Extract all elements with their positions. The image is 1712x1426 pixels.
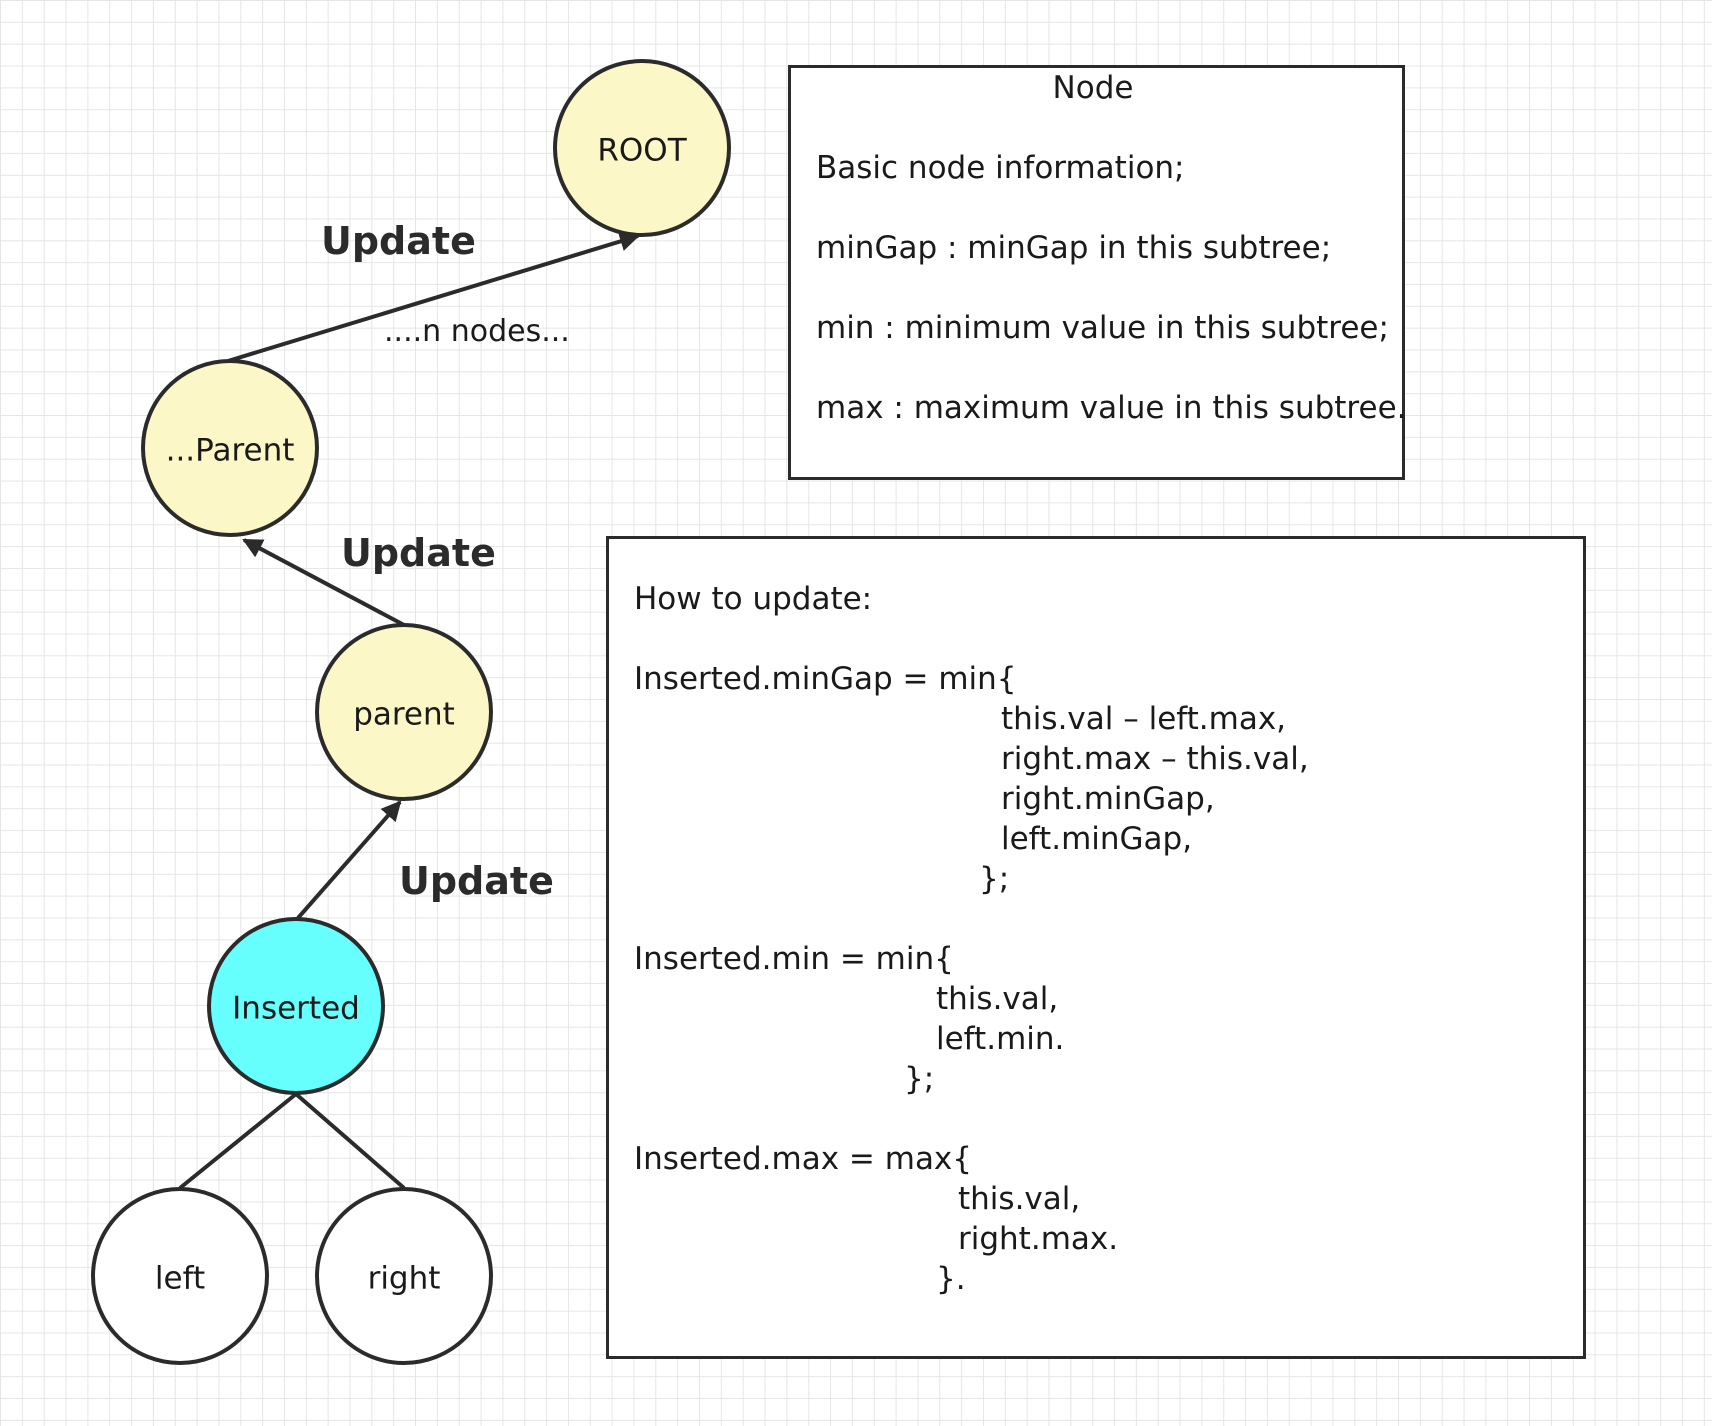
- edge-label-update-parent: Update: [399, 859, 554, 903]
- node-left-label: left: [154, 1260, 206, 1297]
- mingap-item: right.minGap,: [1001, 781, 1215, 817]
- max-item: this.val,: [958, 1181, 1081, 1217]
- edge-label-update-ancestor: Update: [341, 531, 496, 575]
- node-left: [91, 1187, 269, 1365]
- node-box-line-4: max : maximum value in this subtree.: [816, 390, 1407, 426]
- min-item: this.val,: [936, 981, 1059, 1017]
- edge-label-n-nodes: ....n nodes...: [384, 314, 570, 349]
- mingap-formula-close: };: [979, 861, 1010, 897]
- node-root: [553, 59, 731, 237]
- update-rules-box: [606, 536, 1586, 1359]
- min-formula-head: Inserted.min = min{: [634, 941, 954, 977]
- node-parent: [315, 623, 493, 801]
- mingap-item: right.max – this.val,: [1001, 741, 1309, 777]
- node-box-title: Node: [1052, 70, 1134, 106]
- edge-ancestor-to-root: [227, 231, 640, 363]
- edge-parent-to-ancestor: [242, 538, 405, 627]
- update-box-heading: How to update:: [634, 581, 873, 617]
- edge-inserted-to-left: [178, 1092, 298, 1190]
- mingap-item: this.val – left.max,: [1001, 701, 1287, 737]
- node-ancestor: [141, 359, 319, 537]
- max-formula-close: }.: [936, 1261, 966, 1297]
- node-inserted-label: Inserted: [232, 990, 360, 1027]
- node-right-label: right: [367, 1260, 441, 1297]
- mingap-item: left.minGap,: [1001, 821, 1193, 857]
- node-info-box: [788, 65, 1405, 480]
- node-box-line-3: min : minimum value in this subtree;: [816, 310, 1389, 346]
- node-right: [315, 1187, 493, 1365]
- max-formula-head: Inserted.max = max{: [634, 1141, 973, 1177]
- node-parent-label: parent: [353, 696, 455, 733]
- node-inserted: [207, 917, 385, 1095]
- node-ancestor-label: ...Parent: [165, 432, 295, 469]
- node-root-label: ROOT: [597, 132, 687, 169]
- edge-inserted-to-right: [294, 1092, 406, 1190]
- edge-inserted-to-parent: [296, 800, 402, 920]
- min-formula-close: };: [904, 1061, 935, 1097]
- min-item: left.min.: [936, 1021, 1065, 1057]
- node-box-line-1: Basic node information;: [816, 150, 1185, 186]
- node-box-line-2: minGap : minGap in this subtree;: [816, 230, 1332, 266]
- mingap-formula-head: Inserted.minGap = min{: [634, 661, 1017, 697]
- edge-label-update-root: Update: [321, 219, 476, 263]
- max-item: right.max.: [958, 1221, 1119, 1257]
